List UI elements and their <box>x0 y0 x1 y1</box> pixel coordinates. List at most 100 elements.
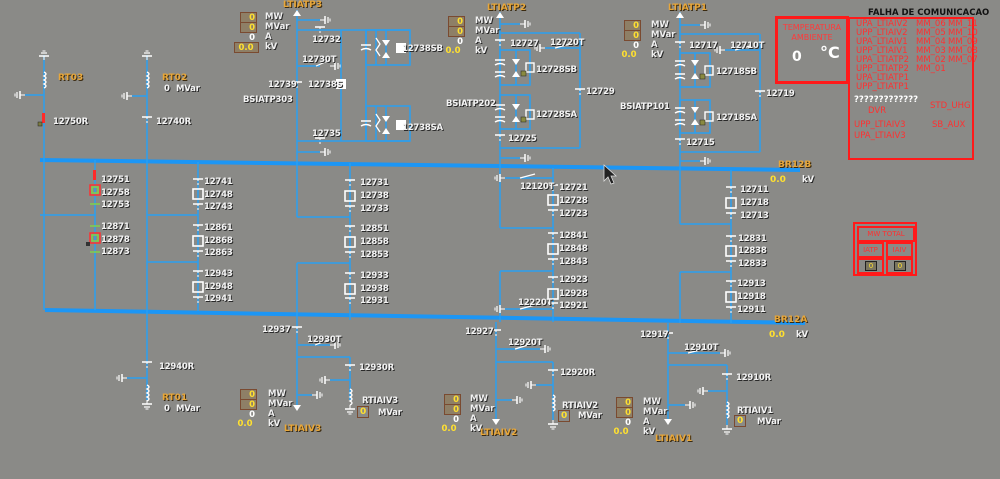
device-12941[interactable]: 12941 <box>204 294 233 304</box>
device-12748[interactable]: 12748 <box>204 190 233 200</box>
comm-failure-item[interactable]: MM_09 <box>948 37 978 47</box>
device-12721[interactable]: 12721 <box>559 183 588 193</box>
device-12739[interactable]: 12739 <box>268 80 297 90</box>
device-12738S[interactable]: 12738S <box>308 80 343 90</box>
device-12931[interactable]: 12931 <box>360 296 389 306</box>
device-12861[interactable]: 12861 <box>204 223 233 233</box>
device-12843[interactable]: 12843 <box>559 257 588 267</box>
device-12718SA[interactable]: 12718SA <box>716 113 757 123</box>
feeder-name-ltiaiv2[interactable]: LTIAIV2 <box>480 428 518 438</box>
comm-failure-item[interactable]: MM_02 <box>916 55 946 65</box>
device-12940R[interactable]: 12940R <box>159 362 194 372</box>
device-12751[interactable]: 12751 <box>101 175 130 185</box>
comm-failure-item[interactable]: MM_08 <box>948 46 978 56</box>
device-12927[interactable]: 12927 <box>465 327 494 337</box>
feeder-name-ltiatp2[interactable]: LTIATP2 <box>487 3 526 13</box>
device-12725[interactable]: 12725 <box>508 134 537 144</box>
device-12910T[interactable]: 12910T <box>684 343 719 353</box>
reactor-rt03-label[interactable]: RT03 <box>58 73 84 83</box>
device-12868[interactable]: 12868 <box>204 236 233 246</box>
comm-failure-item[interactable]: UPA_LTIATP2 <box>856 55 910 65</box>
comm-failure-item[interactable]: MM_04 <box>916 37 946 47</box>
bus-br12b-label[interactable]: BR12B <box>778 160 812 170</box>
device-12871[interactable]: 12871 <box>101 222 130 232</box>
device-12930T[interactable]: 12930T <box>307 335 342 345</box>
device-12920R[interactable]: 12920R <box>560 368 595 378</box>
reactor-rtiaiv3-label[interactable]: RTIAIV3 <box>362 396 398 406</box>
device-12728[interactable]: 12728 <box>559 196 588 206</box>
device-12930R[interactable]: 12930R <box>359 363 394 373</box>
comm-failure-item[interactable]: MM_03 <box>916 46 946 56</box>
device-12933[interactable]: 12933 <box>360 271 389 281</box>
device-12743[interactable]: 12743 <box>204 202 233 212</box>
device-12713[interactable]: 12713 <box>740 211 769 221</box>
device-12220T[interactable]: 12220T <box>518 298 553 308</box>
device-12911[interactable]: 12911 <box>737 305 766 315</box>
comm-failure-item[interactable]: UPA_LTIAIV1 <box>856 37 908 47</box>
feeder-name-ltiatp3[interactable]: LTIATP3 <box>283 0 322 10</box>
device-12731[interactable]: 12731 <box>360 178 389 188</box>
device-12943[interactable]: 12943 <box>204 269 233 279</box>
device-12750R[interactable]: 12750R <box>53 117 88 127</box>
device-12718SB[interactable]: 12718SB <box>716 67 757 77</box>
reactor-rtiaiv1-label[interactable]: RTIAIV1 <box>737 406 773 416</box>
device-12938[interactable]: 12938 <box>360 284 389 294</box>
comm-failure-item[interactable]: UPP_LTIAIV2 <box>856 28 908 38</box>
device-12853[interactable]: 12853 <box>360 250 389 260</box>
comm-failure-item[interactable]: UPA_LTIATP1 <box>856 73 910 83</box>
device-12735[interactable]: 12735 <box>312 129 341 139</box>
device-12728SA[interactable]: 12728SA <box>536 110 577 120</box>
device-12753[interactable]: 12753 <box>101 200 130 210</box>
device-12738SB[interactable]: 12738SB <box>402 44 443 54</box>
device-12730T[interactable]: 12730T <box>302 55 337 65</box>
device-12120T[interactable]: 12120T <box>520 182 555 192</box>
device-12921[interactable]: 12921 <box>559 301 588 311</box>
capacitor-bank-bsiatp202[interactable]: BSIATP202 <box>446 99 496 109</box>
reactor-rt02-label[interactable]: RT02 <box>162 73 188 83</box>
reactor-rt01-label[interactable]: RT01 <box>162 393 188 403</box>
comm-failure-item[interactable]: UPP_LTIATP2 <box>856 64 909 74</box>
device-12738SA[interactable]: 12738SA <box>402 123 443 133</box>
comm-failure-upp-ltiaiv3[interactable]: UPP_LTIAIV3 <box>854 120 906 130</box>
comm-failure-item[interactable]: MM_05 <box>916 28 946 38</box>
reactor-rtiaiv2-label[interactable]: RTIAIV2 <box>562 401 598 411</box>
device-12741[interactable]: 12741 <box>204 177 233 187</box>
comm-failure-sb-aux[interactable]: SB_AUX <box>932 120 966 130</box>
comm-failure-item[interactable]: UPA_LTIAIV2 <box>856 19 908 29</box>
device-12910R[interactable]: 12910R <box>736 373 771 383</box>
device-12838[interactable]: 12838 <box>738 246 767 256</box>
device-12733[interactable]: 12733 <box>360 204 389 214</box>
capacitor-bank-bsiatp303[interactable]: BSIATP303 <box>243 95 293 105</box>
device-12715[interactable]: 12715 <box>686 138 715 148</box>
comm-failure-item[interactable]: MM_07 <box>948 55 978 65</box>
device-12851[interactable]: 12851 <box>360 224 389 234</box>
device-12831[interactable]: 12831 <box>738 234 767 244</box>
device-12710T[interactable]: 12710T <box>730 41 765 51</box>
device-12937[interactable]: 12937 <box>262 325 291 335</box>
comm-failure-item[interactable]: MM_06 <box>916 19 946 29</box>
device-12732[interactable]: 12732 <box>312 35 341 45</box>
comm-failure-std-uhg[interactable]: STD_UHG <box>930 101 971 111</box>
device-12719[interactable]: 12719 <box>766 89 795 99</box>
device-12928[interactable]: 12928 <box>559 289 588 299</box>
device-12863[interactable]: 12863 <box>204 248 233 258</box>
device-12848[interactable]: 12848 <box>559 244 588 254</box>
device-12717[interactable]: 12717 <box>689 41 718 51</box>
device-12740R[interactable]: 12740R <box>156 117 191 127</box>
comm-failure-item[interactable]: MM_10 <box>948 28 978 38</box>
device-12858[interactable]: 12858 <box>360 237 389 247</box>
feeder-name-ltiaiv1[interactable]: LTIAIV1 <box>655 434 693 444</box>
device-12738[interactable]: 12738 <box>360 191 389 201</box>
device-12711[interactable]: 12711 <box>740 185 769 195</box>
comm-failure-item[interactable]: MM_01 <box>916 64 946 74</box>
device-12948[interactable]: 12948 <box>204 282 233 292</box>
device-12728SB[interactable]: 12728SB <box>536 65 577 75</box>
device-12727[interactable]: 12727 <box>510 39 539 49</box>
device-12758[interactable]: 12758 <box>101 188 130 198</box>
device-12918[interactable]: 12918 <box>737 292 766 302</box>
device-12718[interactable]: 12718 <box>740 198 769 208</box>
device-12873[interactable]: 12873 <box>101 247 130 257</box>
device-12923[interactable]: 12923 <box>559 275 588 285</box>
comm-failure-item[interactable]: UPP_LTIATP1 <box>856 82 909 92</box>
bus-br12a-label[interactable]: BR12A <box>774 315 808 325</box>
